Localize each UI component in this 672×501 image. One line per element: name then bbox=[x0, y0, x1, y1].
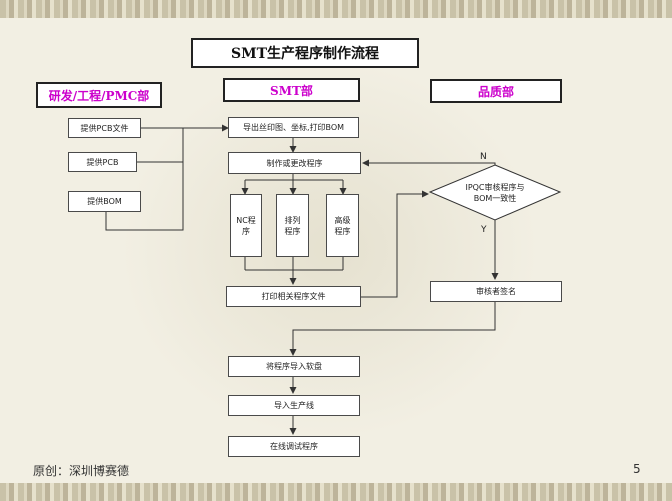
connector-pcb-export bbox=[137, 128, 184, 163]
dept-header-smt: SMT部 bbox=[223, 78, 360, 102]
page-title: SMT生产程序制作流程 bbox=[191, 38, 419, 68]
decision-ipqc-check-label: IPQC审核程序与BOM一致性 bbox=[465, 183, 525, 203]
decision-label-yes: Y bbox=[481, 225, 487, 235]
step-import-to-disk: 将程序导入软盘 bbox=[228, 356, 360, 377]
step-nc-program: NC程序 bbox=[230, 194, 262, 257]
step-import-to-line: 导入生产线 bbox=[228, 395, 360, 416]
step-online-debug: 在线调试程序 bbox=[228, 436, 360, 457]
page-number: 5 bbox=[633, 462, 641, 476]
connector-sign-importdisk bbox=[289, 302, 496, 356]
step-advanced-program: 高级程序 bbox=[326, 194, 359, 257]
step-print-program-files: 打印相关程序文件 bbox=[226, 286, 361, 307]
step-sort-program: 排列程序 bbox=[276, 194, 309, 257]
connector-check-make-no bbox=[362, 159, 496, 167]
connector-print-check bbox=[361, 190, 429, 298]
decorative-border-top bbox=[0, 0, 672, 18]
dept-header-rd: 研发/工程/PMC部 bbox=[36, 82, 162, 108]
decorative-border-bottom bbox=[0, 483, 672, 501]
footer-credit: 原创：深圳博赛德 bbox=[33, 464, 130, 478]
step-provide-pcb: 提供PCB bbox=[68, 152, 137, 172]
dept-header-qc: 品质部 bbox=[430, 79, 562, 103]
decision-label-no: N bbox=[480, 152, 487, 162]
connector-bom-export bbox=[105, 128, 184, 231]
step-make-modify-program: 制作或更改程序 bbox=[228, 152, 361, 174]
ipqc-decision-diamond bbox=[428, 164, 562, 221]
step-provide-bom: 提供BOM bbox=[68, 191, 141, 212]
step-reviewer-sign: 审核者签名 bbox=[430, 281, 562, 302]
step-export-print-bom: 导出丝印图、坐标,打印BOM bbox=[228, 117, 359, 138]
step-provide-pcb-file: 提供PCB文件 bbox=[68, 118, 141, 138]
